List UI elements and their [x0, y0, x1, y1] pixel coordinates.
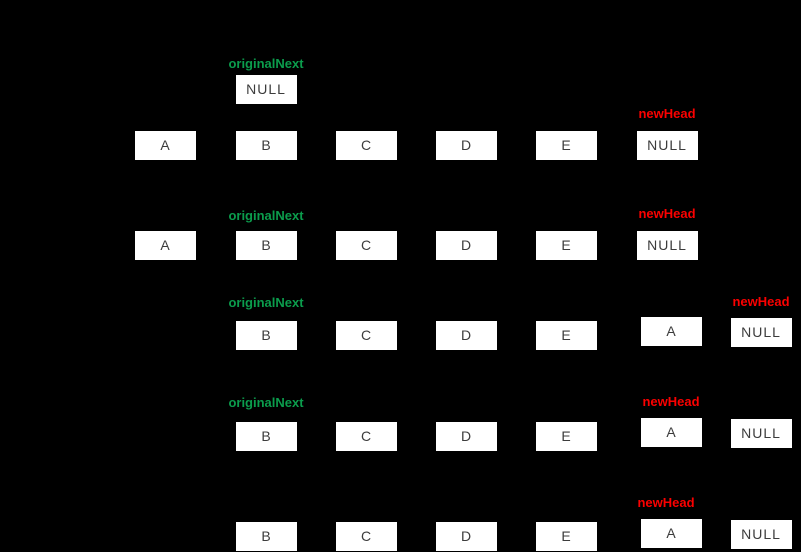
null-box: NULL	[730, 520, 792, 549]
new-head-pointer-label: newHead	[637, 495, 695, 510]
node-box-a: A	[640, 418, 702, 447]
null-box: NULL	[636, 231, 698, 260]
original-next-pointer-label: originalNext	[228, 295, 304, 310]
node-box-b: B	[235, 321, 297, 350]
node-box-c: C	[335, 131, 397, 160]
new-head-pointer-label: newHead	[732, 294, 790, 309]
node-box-c: C	[335, 321, 397, 350]
node-box-b: B	[235, 131, 297, 160]
node-box-b: B	[235, 231, 297, 260]
node-box-b: B	[235, 522, 297, 551]
node-box-d: D	[435, 131, 497, 160]
node-box-e: E	[535, 522, 597, 551]
node-box-e: E	[535, 131, 597, 160]
node-box-d: D	[435, 522, 497, 551]
null-box: NULL	[730, 318, 792, 347]
node-box-c: C	[335, 231, 397, 260]
null-box: NULL	[235, 75, 297, 104]
node-box-b: B	[235, 422, 297, 451]
null-box: NULL	[730, 419, 792, 448]
node-box-d: D	[435, 321, 497, 350]
node-box-a: A	[134, 231, 196, 260]
node-box-e: E	[535, 321, 597, 350]
node-box-d: D	[435, 231, 497, 260]
original-next-pointer-label: originalNext	[228, 208, 304, 223]
node-box-c: C	[335, 422, 397, 451]
null-box: NULL	[636, 131, 698, 160]
node-box-c: C	[335, 522, 397, 551]
original-next-pointer-label: originalNext	[228, 56, 304, 71]
node-box-e: E	[535, 231, 597, 260]
node-box-a: A	[134, 131, 196, 160]
node-box-a: A	[640, 519, 702, 548]
node-box-e: E	[535, 422, 597, 451]
new-head-pointer-label: newHead	[638, 206, 696, 221]
node-box-a: A	[640, 317, 702, 346]
original-next-pointer-label: originalNext	[228, 395, 304, 410]
node-box-d: D	[435, 422, 497, 451]
new-head-pointer-label: newHead	[638, 106, 696, 121]
new-head-pointer-label: newHead	[642, 394, 700, 409]
